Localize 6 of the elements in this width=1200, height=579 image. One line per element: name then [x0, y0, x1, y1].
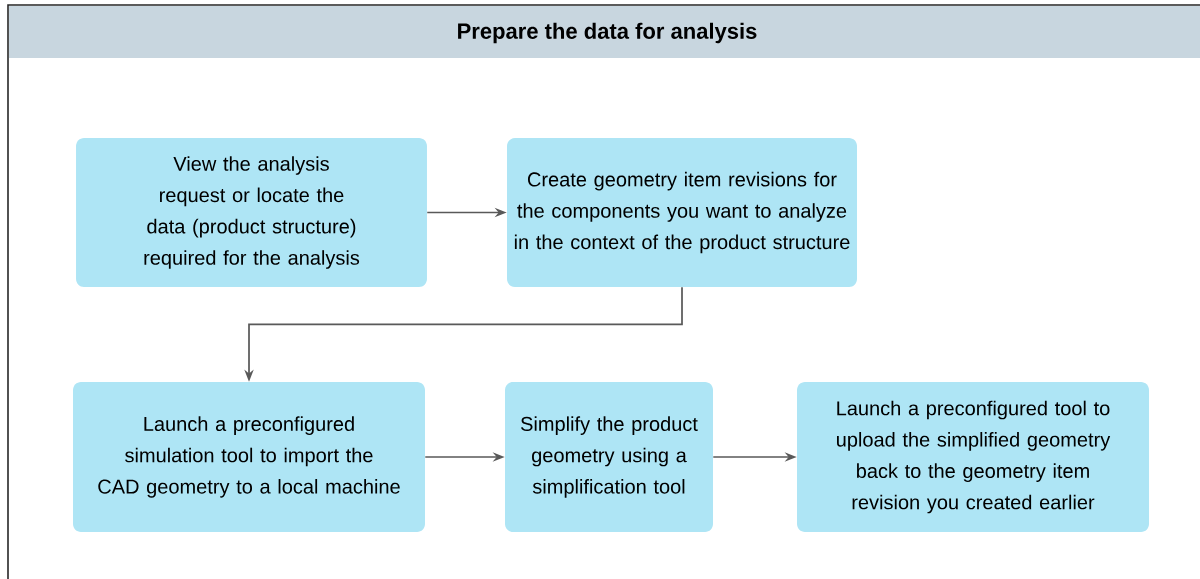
- title-bar: Prepare the data for analysis: [9, 6, 1200, 58]
- process-box: Launch a preconfigured tool to upload the simplified geometry back to the geometry item revision you created earlier: [797, 382, 1149, 532]
- process-box: View the analysis request or locate the data (product structure) required for the analysis: [76, 137, 427, 288]
- process-box: Create geometry item revisions for the components you want to analyze in the context of the product structure: [507, 137, 857, 288]
- process-box: Launch a preconfigured simulation tool to import the CAD geometry to a local machine: [73, 382, 425, 532]
- process-box: Simplify the product geometry using a simplification tool: [505, 382, 713, 532]
